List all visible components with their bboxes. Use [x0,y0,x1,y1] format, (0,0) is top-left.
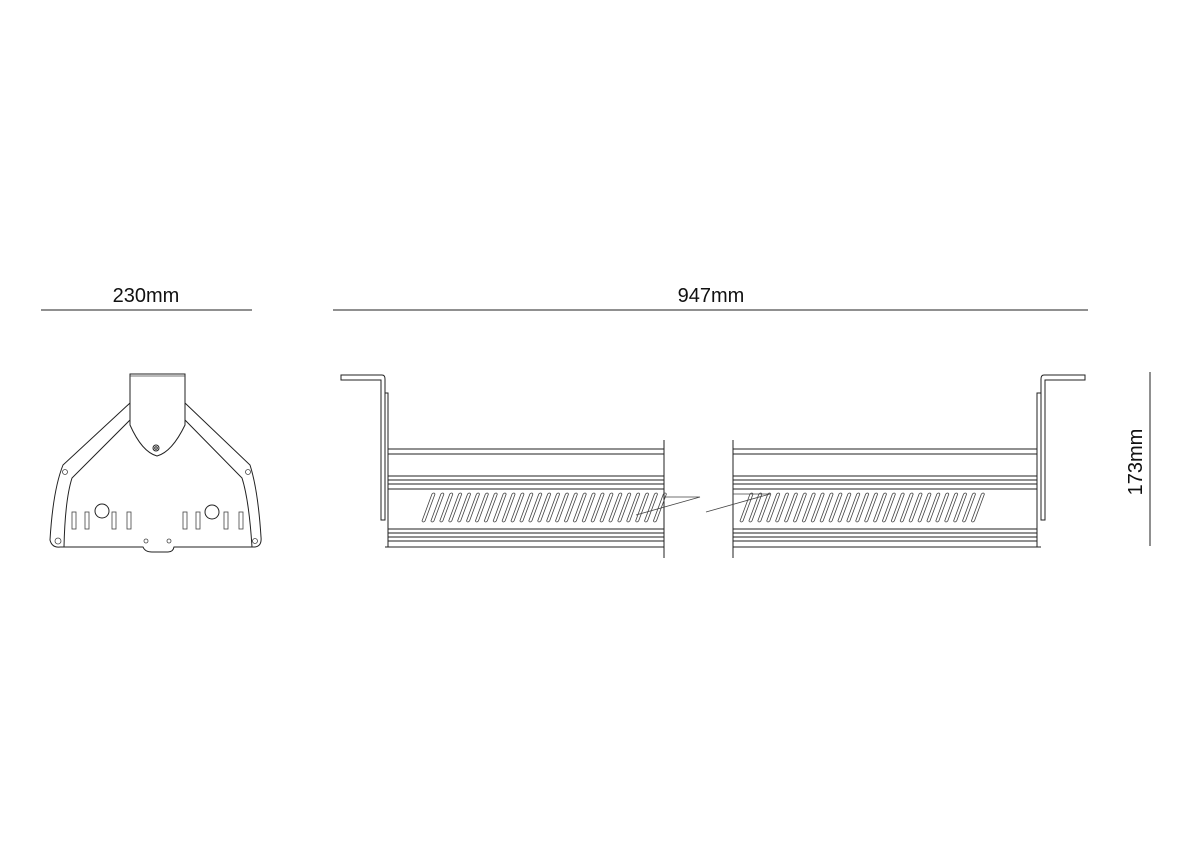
vent-slot [483,492,498,523]
vent-slot [739,492,754,523]
vent-slot [111,511,117,530]
vent-slot [644,492,658,523]
vent-slot [448,492,463,523]
vent-slot [492,492,507,523]
vent-slot [944,492,959,523]
vent-slot [599,492,614,523]
vent-slot [864,492,879,523]
vent-slot [126,511,132,530]
vent-slot [510,492,525,523]
vent-slot [792,492,807,523]
vent-slot [238,511,244,530]
vent-slot [84,511,90,530]
vent-slot [71,511,77,530]
vent-slot [223,511,229,530]
vent-slot [555,492,569,523]
vent-slot [881,492,896,523]
vent-slot [626,492,641,523]
vent-slot [873,492,887,523]
vent-slot [899,492,914,523]
left-section [340,374,701,558]
vent-slot [748,492,763,523]
vent-slot [528,492,543,523]
right-section [705,374,1086,558]
vent-slot [757,492,772,523]
vent-slot [926,492,941,523]
vent-slot [846,492,861,523]
vent-slot [908,492,923,523]
width-dimension: 230mm [41,285,252,311]
vent-slot [784,492,798,523]
height-dimension: 173mm [1125,372,1151,546]
vent-slot [537,492,552,523]
vent-slot [457,492,472,523]
vent-slot [182,511,188,530]
vent-slot [766,492,781,523]
vent-slot [953,492,968,523]
vent-slot [439,492,454,523]
vent-slot [474,492,489,523]
vent-slot [775,492,790,523]
vent-slot [590,492,605,523]
housing-outline [49,402,262,553]
vent-slot [608,492,623,523]
width-dimension-label: 230mm [113,285,180,307]
vent-slot [519,492,534,523]
vent-slot [617,492,632,523]
vent-slot [563,492,578,523]
vent-slot [195,511,201,530]
vent-slot [801,492,816,523]
bolt-icon [152,444,160,452]
end-view [49,373,262,553]
vent-slot [970,492,985,523]
vent-slot [466,492,480,523]
vent-slot [837,492,852,523]
vent-slot [935,492,950,523]
vent-slot [819,492,834,523]
length-dimension-label: 947mm [678,285,745,307]
vent-slot [890,492,905,523]
right-mounting-bracket [1040,374,1086,521]
left-mounting-bracket [340,374,386,521]
vent-slot [501,492,516,523]
vent-slot [810,492,825,523]
height-dimension-label: 173mm [1125,429,1147,496]
vent-slot [828,492,843,523]
vent-slot [917,492,932,523]
vent-slot [572,492,587,523]
vent-slot [652,492,667,523]
vent-slot [430,492,445,523]
mount-bracket [129,373,186,457]
vent-slot [962,492,976,523]
vent-slot [855,492,870,523]
vent-slot [635,492,650,523]
side-view [340,374,1086,558]
vent-slot [421,492,436,523]
vent-slot [546,492,561,523]
vent-slot [581,492,596,523]
length-dimension: 947mm [333,285,1088,311]
